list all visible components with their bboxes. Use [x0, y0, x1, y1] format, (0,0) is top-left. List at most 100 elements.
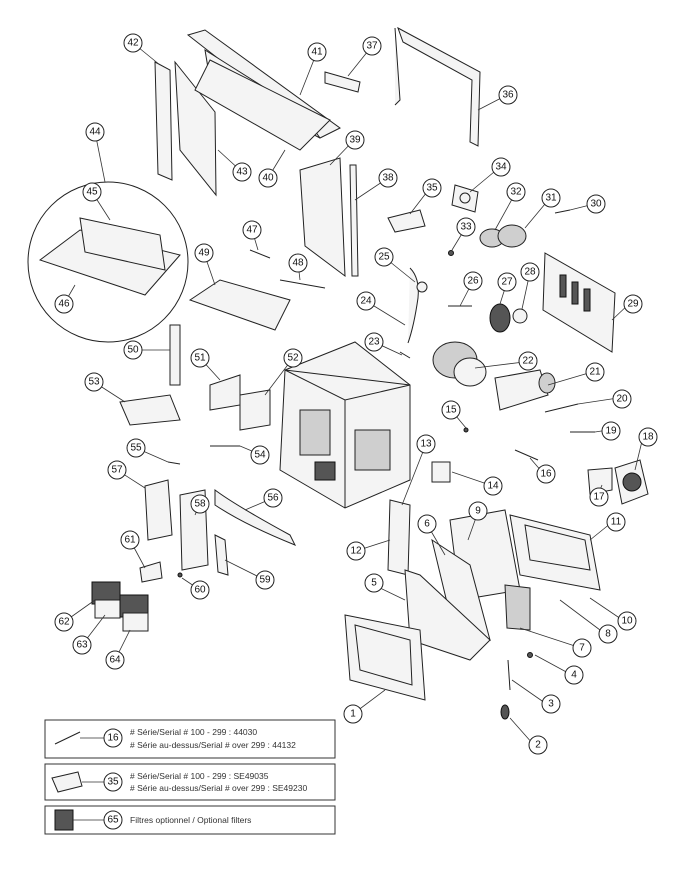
callout-24: 24 — [356, 291, 376, 311]
filter-icon — [54, 809, 74, 831]
callout-46: 46 — [54, 294, 74, 314]
part-drawings — [27, 26, 649, 720]
legend-row-35-line1: # Série/Serial # 100 - 299 : SE49035 — [130, 771, 269, 781]
callout-34-label: 34 — [495, 162, 507, 173]
callout-47: 47 — [242, 220, 262, 240]
callout-59: 59 — [255, 570, 275, 590]
legend-row-16: 16 # Série/Serial # 100 - 299 : 44030 # … — [44, 719, 336, 759]
callout-1-label: 1 — [350, 709, 356, 720]
callout-41: 41 — [307, 42, 327, 62]
callout-54-label: 54 — [254, 450, 266, 461]
callout-35: 35 — [422, 178, 442, 198]
callout-9-label: 9 — [475, 506, 481, 517]
callout-28-label: 28 — [524, 267, 536, 278]
callout-38: 38 — [378, 168, 398, 188]
callout-35-label: 35 — [426, 183, 438, 194]
callout-43: 43 — [232, 162, 252, 182]
callout-bubbles: 1 2 3 4 5 6 7 8 9 10 11 12 13 14 15 16 1… — [54, 33, 658, 755]
callout-29-label: 29 — [627, 299, 639, 310]
legend-row-65: 65 Filtres optionnel / Optional filters — [44, 805, 336, 835]
callout-62: 62 — [54, 612, 74, 632]
callout-57: 57 — [107, 460, 127, 480]
callout-60: 60 — [190, 580, 210, 600]
callout-16-label: 16 — [540, 469, 552, 480]
legend-row-65-line1: Filtres optionnel / Optional filters — [130, 815, 251, 825]
callout-32-label: 32 — [510, 187, 522, 198]
callout-50: 50 — [123, 340, 143, 360]
legend-row-16-line2: # Série au-dessus/Serial # over 299 : 44… — [130, 740, 296, 750]
callout-56: 56 — [263, 488, 283, 508]
callout-23: 23 — [364, 332, 384, 352]
callout-46-label: 46 — [58, 299, 70, 310]
callout-40: 40 — [258, 168, 278, 188]
callout-21: 21 — [585, 362, 605, 382]
callout-24-label: 24 — [360, 296, 372, 307]
callout-64: 64 — [105, 650, 125, 670]
callout-30-label: 30 — [590, 199, 602, 210]
callout-64-label: 64 — [109, 655, 121, 666]
legend-row-16-line1: # Série/Serial # 100 - 299 : 44030 — [130, 727, 257, 737]
callout-14-label: 14 — [487, 481, 499, 492]
callout-6: 6 — [417, 514, 437, 534]
callout-2: 2 — [528, 735, 548, 755]
legend-row-35-line2: # Série au-dessus/Serial # over 299 : SE… — [130, 783, 307, 793]
callout-10-label: 10 — [621, 616, 633, 627]
callout-25: 25 — [374, 247, 394, 267]
callout-2-label: 2 — [535, 740, 541, 751]
callout-43-label: 43 — [236, 167, 248, 178]
callout-51: 51 — [190, 348, 210, 368]
callout-60-label: 60 — [194, 585, 206, 596]
callout-28: 28 — [520, 262, 540, 282]
callout-42-label: 42 — [127, 38, 139, 49]
callout-15-label: 15 — [445, 405, 457, 416]
callout-56-label: 56 — [267, 493, 279, 504]
callout-17-label: 17 — [593, 492, 605, 503]
bracket-icon — [51, 771, 83, 793]
callout-59-label: 59 — [259, 575, 271, 586]
callout-20: 20 — [612, 389, 632, 409]
callout-55-label: 55 — [130, 443, 142, 454]
callout-30: 30 — [586, 194, 606, 214]
callout-14: 14 — [483, 476, 503, 496]
callout-51-label: 51 — [194, 353, 206, 364]
callout-19-label: 19 — [605, 426, 617, 437]
callout-42: 42 — [123, 33, 143, 53]
callout-13: 13 — [416, 434, 436, 454]
callout-50-label: 50 — [127, 345, 139, 356]
callout-48-label: 48 — [292, 258, 304, 269]
callout-55: 55 — [126, 438, 146, 458]
callout-9: 9 — [468, 501, 488, 521]
callout-53-label: 53 — [88, 377, 100, 388]
callout-18: 18 — [638, 427, 658, 447]
callout-27-label: 27 — [501, 277, 513, 288]
callout-8: 8 — [598, 624, 618, 644]
legend-row-16-number: 16 — [107, 733, 119, 744]
callout-54: 54 — [250, 445, 270, 465]
legend: 16 # Série/Serial # 100 - 299 : 44030 # … — [44, 719, 336, 835]
callout-5: 5 — [364, 573, 384, 593]
callout-58-label: 58 — [194, 499, 206, 510]
callout-52: 52 — [283, 348, 303, 368]
callout-7: 7 — [572, 638, 592, 658]
callout-17: 17 — [589, 487, 609, 507]
callout-39: 39 — [345, 130, 365, 150]
callout-12-label: 12 — [350, 546, 362, 557]
callout-44: 44 — [85, 122, 105, 142]
callout-52-label: 52 — [287, 353, 299, 364]
callout-44-label: 44 — [89, 127, 101, 138]
callout-31: 31 — [541, 188, 561, 208]
callout-36-label: 36 — [502, 90, 514, 101]
callout-26-label: 26 — [467, 276, 479, 287]
callout-4-label: 4 — [571, 670, 577, 681]
callout-26: 26 — [463, 271, 483, 291]
callout-8-label: 8 — [605, 629, 611, 640]
callout-25-label: 25 — [378, 252, 390, 263]
callout-27: 27 — [497, 272, 517, 292]
switch-icon — [54, 731, 81, 745]
callout-33: 33 — [456, 217, 476, 237]
callout-34: 34 — [491, 157, 511, 177]
callout-36: 36 — [498, 85, 518, 105]
callout-10: 10 — [617, 611, 637, 631]
legend-row-35: 35 # Série/Serial # 100 - 299 : SE49035 … — [44, 763, 336, 801]
